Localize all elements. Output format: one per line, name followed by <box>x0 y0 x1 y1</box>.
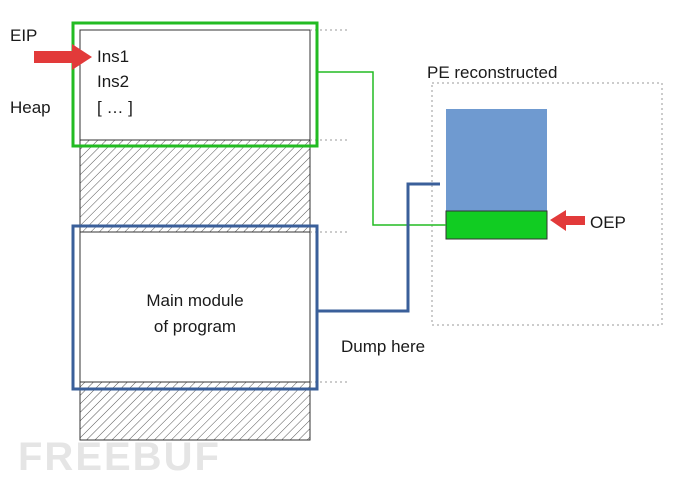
dump-here-label: Dump here <box>341 337 425 356</box>
pe-reconstructed-boundary <box>431 82 663 326</box>
heap-region <box>79 29 311 141</box>
pe-code-block <box>445 210 548 240</box>
eip-label: EIP <box>10 26 37 45</box>
heap-to-oep-connector <box>317 71 446 226</box>
memory-column <box>79 29 311 441</box>
main-module-label-line-2: of program <box>154 317 236 336</box>
heap-instruction-ellipsis: [ … ] <box>97 98 133 117</box>
left-arrow-icon <box>550 210 585 231</box>
pe-header-block <box>446 109 547 211</box>
heap-label: Heap <box>10 98 51 117</box>
main-module-region <box>79 231 311 383</box>
heap-highlight-frame <box>71 21 319 148</box>
pe-reconstructed-label: PE reconstructed <box>427 63 557 82</box>
unmapped-region-lower <box>79 381 311 441</box>
right-arrow-icon <box>34 44 92 70</box>
module-to-pe-connector <box>317 182 440 313</box>
unmapped-region-upper <box>79 139 311 233</box>
main-module-label-line-1: Main module <box>146 291 243 310</box>
oep-label: OEP <box>590 213 626 232</box>
freebuf-watermark: FREEBUF <box>18 435 221 479</box>
main-module-highlight-frame <box>71 224 319 391</box>
heap-instruction-1: Ins1 <box>97 47 129 66</box>
heap-instruction-2: Ins2 <box>97 72 129 91</box>
